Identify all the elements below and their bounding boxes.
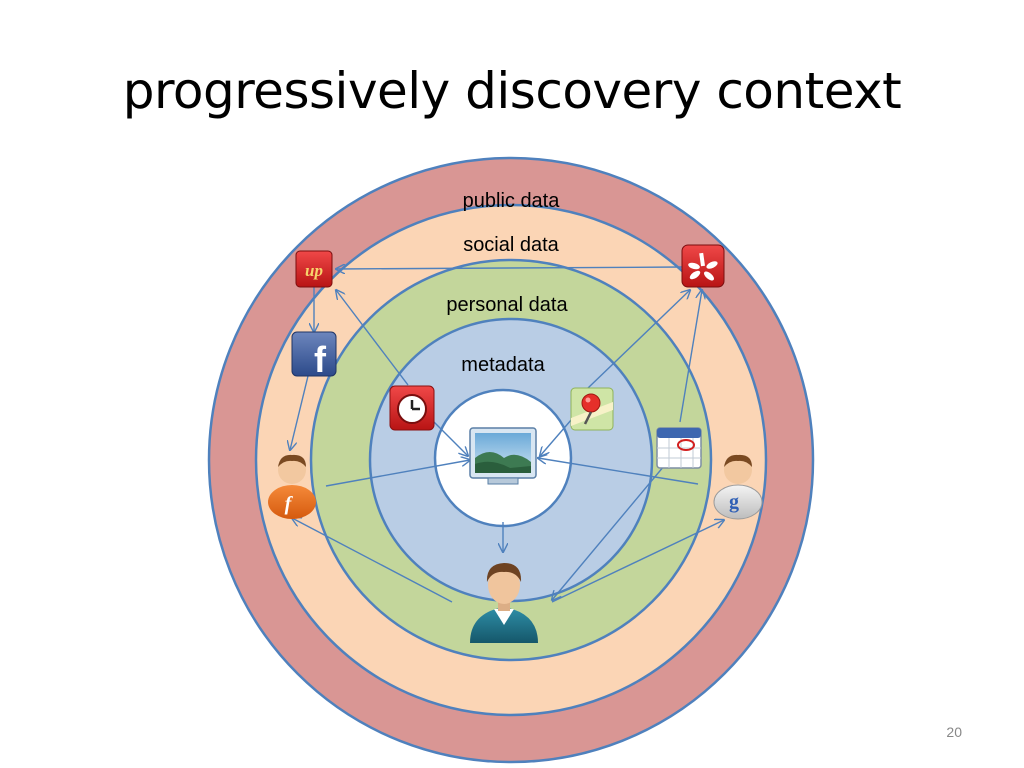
google-user-glyph: g — [729, 491, 739, 513]
arrow-clock-to-photo — [429, 417, 468, 456]
arrows — [290, 267, 724, 603]
photo-icon — [469, 427, 537, 485]
ring-label-public-data: public data — [463, 190, 561, 212]
arrow-google-user-to-photo — [538, 458, 699, 485]
user-icon — [470, 563, 538, 643]
arrow-maps-to-yelp — [587, 290, 690, 389]
arrow-user-to-google-user — [551, 520, 724, 603]
arrow-facebook-to-flickr-user — [290, 375, 309, 450]
arrow-calendar-to-yelp — [679, 290, 702, 423]
upcoming-glyph: up — [305, 261, 323, 280]
arrow-calendar-to-user — [552, 465, 665, 600]
ring-label-social-data: social data — [463, 234, 559, 256]
slide-number: 20 — [946, 724, 962, 740]
flickr-user-icon: f — [268, 454, 316, 519]
ring-label-personal-data: personal data — [446, 294, 568, 316]
ring-label-metadata: metadata — [461, 354, 545, 376]
arrow-clock-to-upcoming — [336, 290, 409, 386]
flickr-user-glyph: f — [285, 493, 294, 515]
calendar-icon — [656, 427, 702, 469]
facebook-icon: f — [291, 331, 337, 380]
upcoming-icon: up — [295, 250, 333, 288]
clock-icon — [389, 385, 435, 431]
yelp-icon — [681, 244, 725, 288]
google-user-icon: g — [713, 454, 763, 520]
arrow-yelp-to-upcoming — [336, 267, 683, 269]
facebook-glyph: f — [314, 339, 327, 380]
arrow-flickr-user-to-photo — [325, 460, 470, 487]
slide-title: progressively discovery context — [122, 62, 902, 120]
map-pin-icon — [570, 387, 614, 431]
arrow-user-to-flickr-user — [292, 518, 453, 603]
